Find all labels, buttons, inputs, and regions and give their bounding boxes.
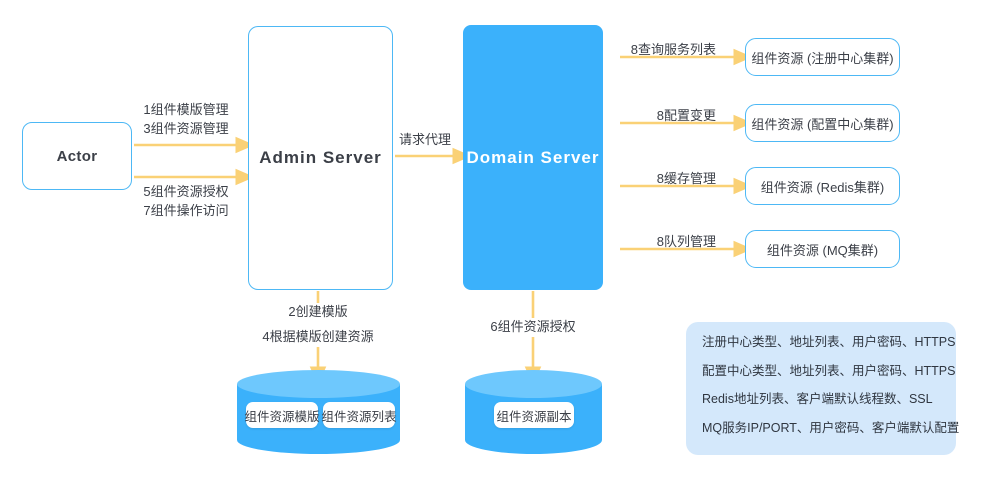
resource-box-label: 组件资源 (Redis集群) bbox=[760, 179, 885, 195]
flow-label-line-1: 1组件模版管理 bbox=[143, 102, 229, 117]
resource-arrow-label-2: 8缓存管理 bbox=[657, 170, 716, 189]
resource-arrow-label-text: 8配置变更 bbox=[656, 108, 716, 123]
cylinder-top bbox=[237, 370, 400, 398]
legend-line-registry: 注册中心类型、地址列表、用户密码、HTTPS bbox=[702, 335, 956, 349]
datastore-admin[interactable]: 组件资源模版 组件资源列表 bbox=[237, 370, 400, 454]
node-admin-server-label: Admin Server bbox=[259, 148, 382, 167]
datastore-item-label: 组件资源列表 bbox=[321, 409, 397, 424]
resource-box-config[interactable]: 组件资源 (配置中心集群) bbox=[745, 104, 900, 142]
datastore-item-template[interactable]: 组件资源模版 bbox=[244, 402, 320, 428]
resource-arrow-label-0: 8查询服务列表 bbox=[631, 41, 716, 60]
resource-box-mq[interactable]: 组件资源 (MQ集群) bbox=[745, 230, 900, 268]
resource-box-redis[interactable]: 组件资源 (Redis集群) bbox=[745, 167, 900, 205]
resource-box-registry[interactable]: 组件资源 (注册中心集群) bbox=[745, 38, 900, 76]
legend-panel: 注册中心类型、地址列表、用户密码、HTTPS 配置中心类型、地址列表、用户密码、… bbox=[686, 322, 960, 455]
resource-arrow-label-1: 8配置变更 bbox=[657, 107, 716, 126]
flow-label-text: 6组件资源授权 bbox=[490, 319, 576, 334]
datastore-item-replica[interactable]: 组件资源副本 bbox=[494, 402, 574, 428]
flow-label-line-2: 4根据模版创建资源 bbox=[262, 328, 374, 344]
flow-label-line-1: 5组件资源授权 bbox=[143, 184, 229, 199]
flow-label-domain-to-store: 6组件资源授权 bbox=[486, 318, 580, 337]
datastore-item-label: 组件资源模版 bbox=[244, 409, 320, 424]
node-domain-server[interactable]: Domain Server bbox=[463, 25, 603, 290]
resource-box-label: 组件资源 (注册中心集群) bbox=[751, 50, 894, 66]
resource-arrow-label-3: 8队列管理 bbox=[657, 233, 716, 252]
legend-line-redis: Redis地址列表、客户端默认线程数、SSL bbox=[702, 392, 933, 406]
resource-box-label: 组件资源 (MQ集群) bbox=[766, 242, 879, 258]
resource-box-label: 组件资源 (配置中心集群) bbox=[751, 116, 894, 132]
datastore-domain[interactable]: 组件资源副本 bbox=[465, 370, 602, 454]
flow-label-text: 请求代理 bbox=[398, 132, 452, 147]
datastore-item-list[interactable]: 组件资源列表 bbox=[321, 402, 397, 428]
legend-line-mq: MQ服务IP/PORT、用户密码、客户端默认配置 bbox=[702, 420, 960, 435]
resource-arrow-label-text: 8缓存管理 bbox=[656, 171, 716, 186]
flow-label-admin-to-domain: 请求代理 bbox=[399, 131, 451, 150]
flow-label-actor-admin-bottom: 5组件资源授权 7组件操作访问 bbox=[143, 183, 228, 221]
node-actor-label: Actor bbox=[56, 147, 98, 165]
flow-label-line-2: 7组件操作访问 bbox=[143, 202, 229, 218]
flow-label-line-1: 2创建模版 bbox=[288, 304, 348, 319]
datastore-item-label: 组件资源副本 bbox=[496, 409, 572, 424]
node-actor[interactable]: Actor bbox=[22, 122, 132, 190]
node-domain-server-label: Domain Server bbox=[466, 147, 600, 167]
resource-arrow-label-text: 8查询服务列表 bbox=[630, 42, 716, 57]
resource-arrow-label-text: 8队列管理 bbox=[656, 234, 716, 249]
legend-line-config: 配置中心类型、地址列表、用户密码、HTTPS bbox=[702, 363, 956, 378]
node-admin-server[interactable]: Admin Server bbox=[248, 26, 393, 290]
flow-label-actor-admin-top: 1组件模版管理 3组件资源管理 bbox=[143, 101, 228, 139]
flow-label-line-2: 3组件资源管理 bbox=[143, 120, 229, 136]
flow-label-admin-to-store: 2创建模版 4根据模版创建资源 bbox=[258, 303, 378, 347]
cylinder-top bbox=[465, 370, 602, 398]
